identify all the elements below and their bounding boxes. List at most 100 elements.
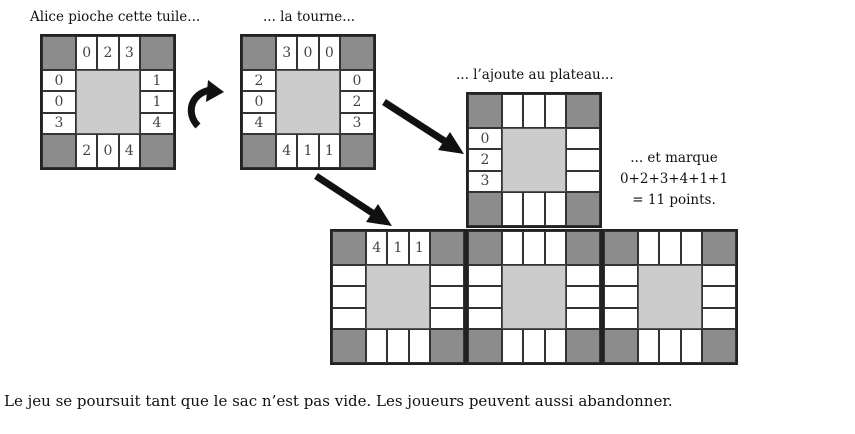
tile-corner <box>468 329 502 363</box>
tile-corner <box>468 231 502 265</box>
tile-edge-top <box>680 231 702 265</box>
tile-edge-left: 0 <box>242 91 276 113</box>
tile-edge-left: 2 <box>468 149 502 171</box>
tile-corner <box>140 134 174 168</box>
tile-edge-top <box>523 94 545 128</box>
tile-center <box>76 70 140 134</box>
tile-edge-bottom: 1 <box>297 134 319 168</box>
rotate-arrow-icon <box>187 80 224 129</box>
tile-corner <box>702 329 736 363</box>
tile-edge-right <box>566 286 600 308</box>
tile-center <box>638 265 702 329</box>
tile-edge-top: 0 <box>297 36 319 70</box>
tile-edge-top: 4 <box>366 231 388 265</box>
tile-corner <box>242 36 276 70</box>
tile-edge-top: 1 <box>408 231 430 265</box>
tile-edge-bottom <box>502 192 524 226</box>
tile-corner <box>604 231 638 265</box>
tile-corner <box>430 329 464 363</box>
tile-edge-right: 0 <box>340 70 374 92</box>
tile-edge-right: 3 <box>340 112 374 134</box>
tile-corner <box>566 192 600 226</box>
tile-edge-right <box>566 128 600 150</box>
tile-edge-left <box>604 307 638 329</box>
tile-edge-top <box>544 231 566 265</box>
tile-edge-top <box>523 231 545 265</box>
tile-edge-bottom <box>544 329 566 363</box>
label-draw: Alice pioche cette tuile... <box>30 9 201 25</box>
tile-center <box>366 265 430 329</box>
tile-edge-right <box>430 286 464 308</box>
label-rotate: ... la tourne... <box>263 9 356 25</box>
label-add: ... l’ajoute au plateau... <box>456 67 614 83</box>
tile-board-right <box>602 229 738 365</box>
tile-edge-bottom: 2 <box>76 134 98 168</box>
tile-edge-top: 1 <box>387 231 409 265</box>
tile-corner <box>140 36 174 70</box>
tile-edge-bottom <box>659 329 681 363</box>
tile-edge-right: 1 <box>140 70 174 92</box>
tile-edge-bottom <box>387 329 409 363</box>
tile-center <box>276 70 340 134</box>
tile-corner <box>702 231 736 265</box>
tile-edge-right: 4 <box>140 112 174 134</box>
tile-corner <box>332 231 366 265</box>
tile-corner <box>340 36 374 70</box>
tile-corner <box>566 94 600 128</box>
tile-edge-left <box>332 307 366 329</box>
tile-edge-top: 0 <box>76 36 98 70</box>
tile-edge-left <box>468 265 502 287</box>
tile-edge-right <box>702 286 736 308</box>
tile-edge-left <box>468 307 502 329</box>
tile-edge-top: 2 <box>97 36 119 70</box>
tile-edge-bottom <box>680 329 702 363</box>
score-line-2: 0+2+3+4+1+1 <box>619 171 729 187</box>
tile-edge-right <box>430 307 464 329</box>
tile-edge-right: 2 <box>340 91 374 113</box>
tile-edge-top: 3 <box>276 36 298 70</box>
tile-center <box>502 128 566 192</box>
tile-edge-left: 0 <box>42 70 76 92</box>
score-line-1: ... et marque <box>630 150 718 166</box>
caption-text: Le jeu se poursuit tant que le sac n’est… <box>4 392 673 410</box>
tile-edge-bottom: 0 <box>97 134 119 168</box>
tile-corner <box>468 94 502 128</box>
tile-edge-right <box>566 149 600 171</box>
tile-edge-bottom <box>408 329 430 363</box>
tile-edge-top: 0 <box>318 36 340 70</box>
tile-corner <box>42 134 76 168</box>
tile-edge-left <box>332 265 366 287</box>
tile-edge-left: 2 <box>242 70 276 92</box>
tile-edge-right <box>566 307 600 329</box>
tile-edge-top <box>544 94 566 128</box>
tile-edge-left <box>604 265 638 287</box>
tile-edge-right <box>566 170 600 192</box>
tile-edge-left <box>468 286 502 308</box>
tile-edge-left <box>604 286 638 308</box>
tile-center <box>502 265 566 329</box>
tile-edge-left: 3 <box>42 112 76 134</box>
tile-edge-bottom <box>366 329 388 363</box>
score-text: ... et marque 0+2+3+4+1+1 = 11 points. <box>612 148 736 211</box>
tile-corner <box>42 36 76 70</box>
tile-edge-right: 1 <box>140 91 174 113</box>
tile-edge-bottom <box>638 329 660 363</box>
tile-edge-left: 0 <box>468 128 502 150</box>
tile-edge-left <box>332 286 366 308</box>
tile-edge-top: 3 <box>118 36 140 70</box>
tile-edge-bottom <box>523 329 545 363</box>
tile-edge-top <box>659 231 681 265</box>
tile-edge-bottom: 4 <box>118 134 140 168</box>
tile-edge-top <box>638 231 660 265</box>
arrow-to-board-icon <box>314 173 392 226</box>
tile-edge-right <box>566 265 600 287</box>
tile-edge-bottom: 4 <box>276 134 298 168</box>
tile-corner <box>566 231 600 265</box>
tile-corner <box>430 231 464 265</box>
tile-corner <box>604 329 638 363</box>
tile-board-middle <box>466 229 602 365</box>
tile-edge-left: 3 <box>468 170 502 192</box>
